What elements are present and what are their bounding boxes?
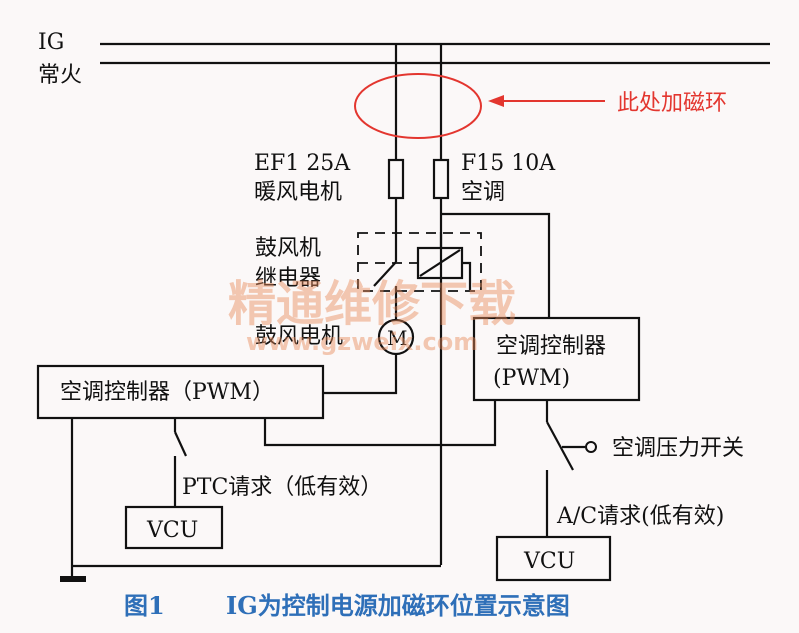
ac-controller-right-label-1: 空调控制器 [496, 334, 606, 359]
fuse-f15-label: F15 10A [461, 151, 556, 176]
fuse-f15 [432, 158, 450, 200]
annotation-arrowhead [488, 95, 504, 107]
ac-controller-left [36, 364, 325, 420]
ac-pressure-switch-label: 空调压力开关 [612, 436, 744, 461]
motor-to-left-controller [323, 354, 398, 395]
controller-link-wire [263, 400, 497, 447]
vcu-right-label: VCU [523, 549, 575, 574]
fuse-ef1-label: EF1 25A [254, 151, 351, 176]
vcu-left-label: VCU [146, 518, 198, 543]
blower-relay-box [357, 232, 482, 292]
ac-controller-right [472, 316, 641, 402]
ptc-request-label: PTC请求（低有效） [182, 475, 382, 500]
caption-text: IG为控制电源加磁环位置示意图 [226, 591, 570, 620]
relay-coil-diag [419, 249, 461, 277]
ig-label: IG [38, 30, 64, 55]
blower-relay-label-1: 鼓风机 [255, 236, 321, 261]
fuse-f15-desc: 空调 [461, 180, 505, 205]
magnetic-ring-marker [354, 73, 482, 139]
caption-number: 图1 [124, 591, 165, 620]
f15-to-right-controller [441, 212, 551, 318]
pressure-switch-terminal [585, 441, 597, 453]
watermark-url: www.gzweix.com [246, 328, 478, 356]
ac-controller-left-label: 空调控制器（PWM） [60, 380, 274, 405]
fuse-ef1-desc: 暖风电机 [254, 180, 342, 205]
ac-controller-right-label-2: (PWM) [493, 366, 570, 391]
always-on-label: 常火 [38, 63, 82, 88]
vcu-left [124, 505, 224, 550]
fuse-ef1 [387, 158, 405, 200]
relay-switch-contact [373, 261, 397, 287]
blower-relay-label-2: 继电器 [255, 266, 321, 291]
vcu-right [495, 535, 612, 582]
blower-motor-label: 鼓风电机 [255, 324, 343, 349]
motor-symbol: M [387, 326, 407, 350]
relay-coil-return [462, 261, 472, 290]
ac-request-label: A/C请求(低有效) [556, 504, 724, 529]
ptc-request-switch [174, 431, 187, 457]
watermark-cn: 精通维修下载 [228, 276, 516, 332]
ac-pressure-switch [546, 421, 574, 471]
ground-symbol [60, 576, 86, 582]
magnetic-ring-note: 此处加磁环 [617, 91, 727, 116]
